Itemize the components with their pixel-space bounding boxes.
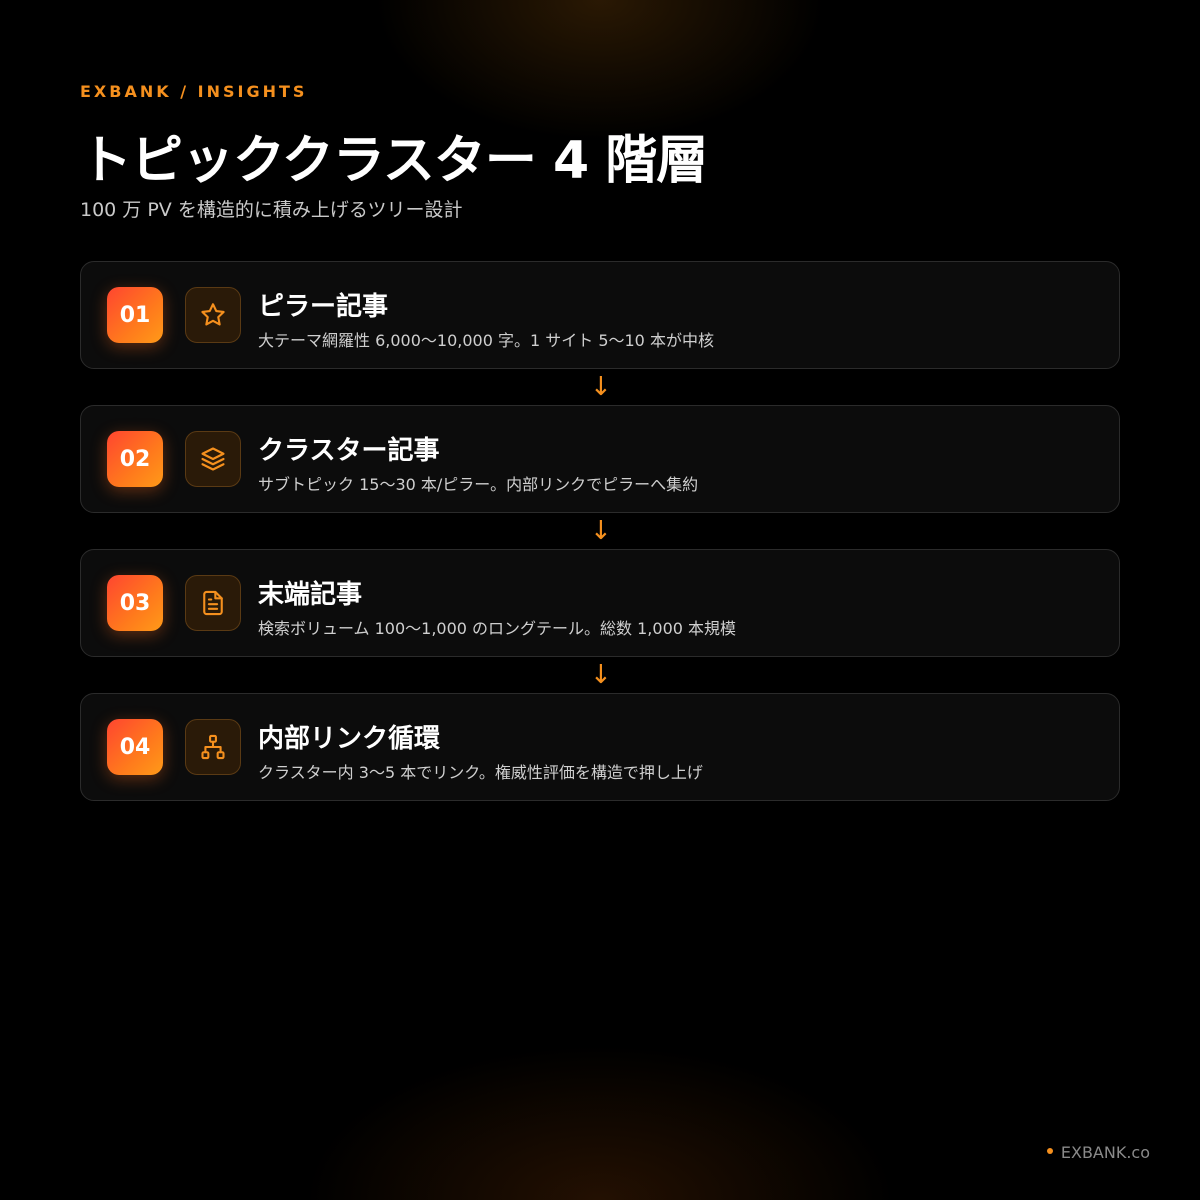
- step-number-badge: 03: [107, 575, 163, 631]
- step-number-badge: 02: [107, 431, 163, 487]
- step-list: 01 ピラー記事 大テーマ網羅性 6,000〜10,000 字。1 サイト 5〜…: [80, 261, 1120, 801]
- footer-brand-label: EXBANK.co: [1060, 1143, 1150, 1162]
- layers-icon: [201, 447, 225, 471]
- page-subtitle: 100 万 PV を構造的に積み上げるツリー設計: [80, 199, 463, 221]
- step-title: 末端記事: [258, 580, 363, 610]
- hierarchy-icon: [201, 734, 225, 760]
- arrow-down-icon: ↓: [590, 516, 612, 546]
- arrow-down-icon: ↓: [590, 660, 612, 690]
- step-card-2: 02 クラスター記事 サブトピック 15〜30 本/ピラー。内部リンクでピラーへ…: [80, 405, 1120, 513]
- step-number-badge: 04: [107, 719, 163, 775]
- step-card-1: 01 ピラー記事 大テーマ網羅性 6,000〜10,000 字。1 サイト 5〜…: [80, 261, 1120, 369]
- step-icon-box: [185, 575, 241, 631]
- step-icon-box: [185, 287, 241, 343]
- step-title: 内部リンク循環: [258, 724, 441, 754]
- step-title: クラスター記事: [258, 436, 440, 466]
- step-description: 検索ボリューム 100〜1,000 のロングテール。総数 1,000 本規模: [258, 619, 737, 638]
- step-icon-box: [185, 431, 241, 487]
- star-icon: [201, 303, 225, 326]
- step-card-4: 04 内部リンク循環 クラスター内 3〜5 本でリンク。権威性評価を構造で押し上…: [80, 693, 1120, 801]
- step-card-3: 03 末端記事 検索ボリューム 100〜1,000 のロングテール。総数 1,0…: [80, 549, 1120, 657]
- footer-brand: EXBANK.co: [1046, 1143, 1150, 1162]
- arrow-down-icon: ↓: [590, 372, 612, 402]
- step-title: ピラー記事: [258, 292, 389, 322]
- step-icon-box: [185, 719, 241, 775]
- step-description: クラスター内 3〜5 本でリンク。権威性評価を構造で押し上げ: [258, 763, 703, 782]
- eyebrow-label: EXBANK / INSIGHTS: [80, 82, 308, 101]
- step-connector: ↓: [80, 657, 1120, 693]
- step-number-badge: 01: [107, 287, 163, 343]
- step-description: サブトピック 15〜30 本/ピラー。内部リンクでピラーへ集約: [258, 475, 699, 494]
- dot-icon: [1046, 1147, 1053, 1154]
- step-connector: ↓: [80, 513, 1120, 549]
- page-title: トピッククラスター 4 階層: [80, 131, 708, 191]
- step-connector: ↓: [80, 369, 1120, 405]
- document-icon: [203, 590, 223, 616]
- step-description: 大テーマ網羅性 6,000〜10,000 字。1 サイト 5〜10 本が中核: [258, 331, 714, 350]
